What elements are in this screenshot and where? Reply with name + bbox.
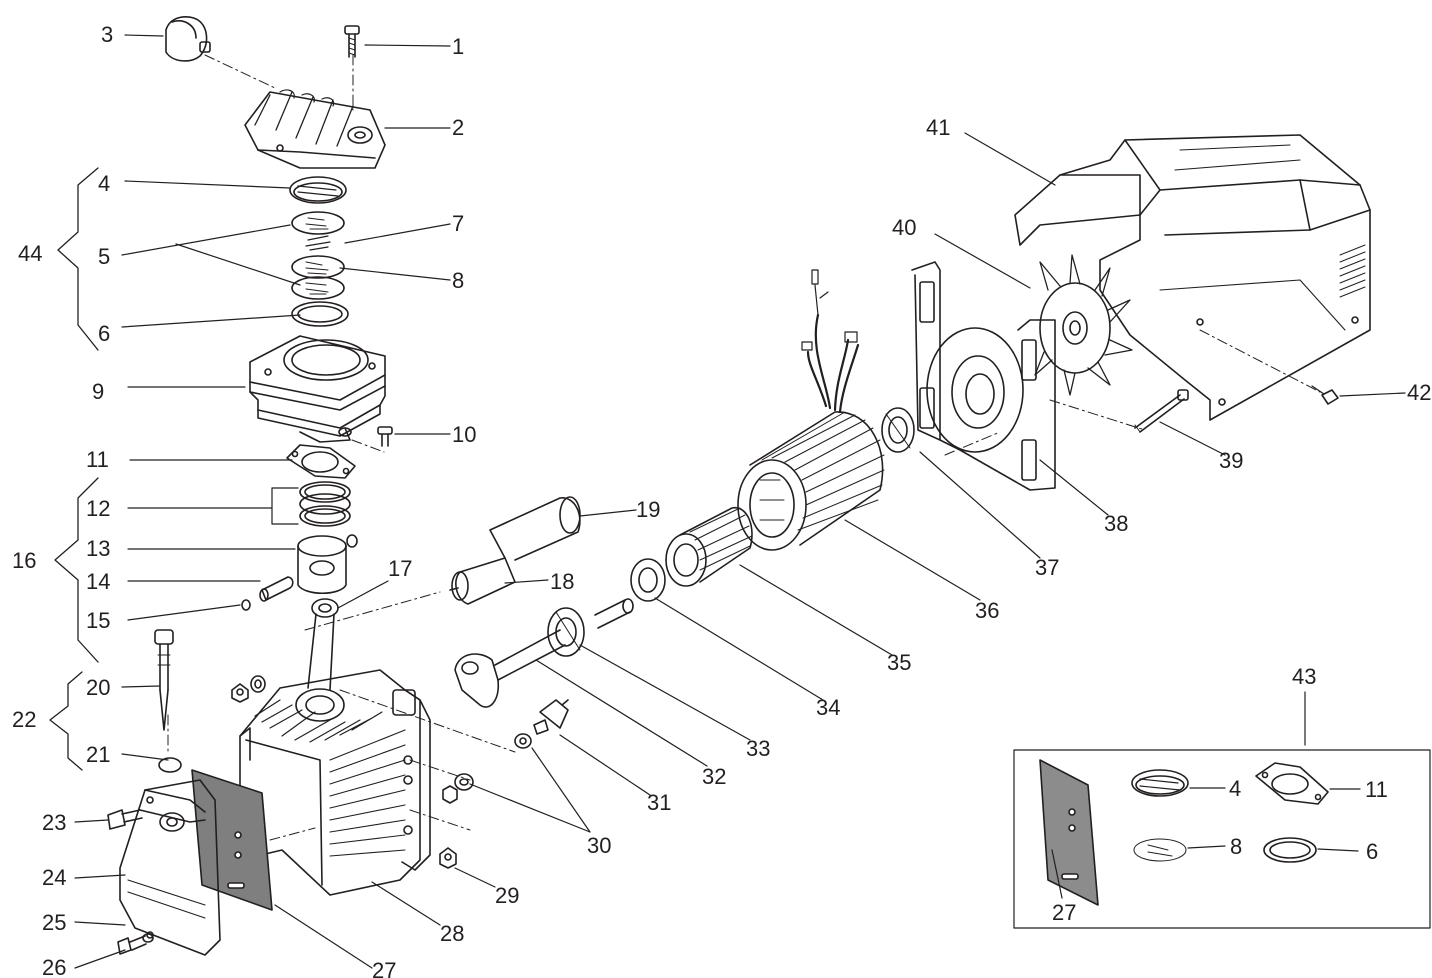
kit-callout-8: 8 [1230,834,1243,859]
callout-7: 7 [452,211,465,236]
callout-29: 29 [495,883,520,908]
callout-39: 39 [1219,448,1244,473]
callout-11: 11 [86,447,109,472]
cylinder-head [245,90,385,168]
nut [440,848,456,868]
cooling-fan [1035,255,1132,395]
callout-18: 18 [550,569,575,594]
callout-22: 22 [12,707,37,732]
head-bolt [345,26,359,57]
callout-23: 23 [42,810,67,835]
callout-40: 40 [892,215,917,240]
callout-43: 43 [1292,664,1317,689]
callout-1: 1 [452,34,465,59]
callout-25: 25 [42,910,67,935]
callout-24: 24 [42,865,67,890]
rotor-washer [631,559,665,601]
crank-bearing [548,608,584,656]
reed-valve-upper [292,212,344,234]
kit-callout-6: 6 [1366,839,1379,864]
connecting-rod [296,599,344,721]
callout-19: 19 [636,497,661,522]
leader-lines [74,34,1406,969]
cylinder-gasket [287,445,355,478]
callout-38: 38 [1104,511,1129,536]
callout-14: 14 [86,569,111,594]
callout-33: 33 [746,736,771,761]
pin-clip [242,600,250,610]
crankshaft [455,599,633,707]
callout-4: 4 [98,171,111,196]
reed-small [306,236,330,250]
washers [443,734,531,803]
reed-plate [292,256,344,278]
callout-10: 10 [452,422,477,447]
callout-31: 31 [647,790,672,815]
callout-27: 27 [372,958,397,978]
callout-6: 6 [98,321,111,346]
piston [298,535,357,593]
motor-shroud [1015,135,1370,420]
callout-34: 34 [816,695,841,720]
kit-callout-27: 27 [1052,900,1077,925]
end-bell [912,262,1055,490]
valve-plate-top [290,177,346,203]
crankcase-gasket [192,770,272,910]
alignment-lines [167,54,1321,841]
callout-37: 37 [1035,555,1060,580]
cover-bolt-upper [108,810,142,829]
callout-41: 41 [926,115,951,140]
callout-16: 16 [12,548,37,573]
callout-15: 15 [86,608,111,633]
dipstick-oring [158,757,182,773]
kit-callout-4: 4 [1229,776,1242,801]
reed-valve-lower [292,277,344,299]
kit-leaders [1051,787,1361,899]
callout-9: 9 [92,379,105,404]
callout-21: 21 [86,742,111,767]
callout-13: 13 [86,536,111,561]
callout-44: 44 [18,241,43,266]
cover-bolt-lower [118,934,153,954]
callout-8: 8 [452,268,465,293]
callout-36: 36 [975,598,1000,623]
capacitor [450,497,580,604]
callout-30: 30 [587,833,612,858]
motor-bearing [882,408,914,452]
callout-2: 2 [452,115,465,140]
nut-washer-left [232,676,265,702]
brackets [49,167,99,771]
end-cover [120,780,220,955]
kit-callout-11: 11 [1365,777,1388,802]
crankcase [240,670,430,895]
rotor [666,508,752,586]
through-bolt [1135,390,1188,432]
air-filter [166,17,210,61]
callout-42: 42 [1407,380,1432,405]
callout-12: 12 [86,496,111,521]
shroud-screw [1312,386,1338,404]
callout-20: 20 [86,675,111,700]
callout-17: 17 [388,556,413,581]
callout-3: 3 [101,22,114,47]
callout-26: 26 [42,955,67,978]
cylinder-bolt [378,427,392,446]
dipstick [155,630,173,730]
thermal-switch [534,700,568,734]
callout-35: 35 [887,650,912,675]
cylinder [250,336,385,442]
callout-28: 28 [440,921,465,946]
callout-32: 32 [702,764,727,789]
piston-rings [300,482,350,526]
callout-5: 5 [98,244,111,269]
motor-wires [802,270,858,412]
piston-pin [260,577,293,601]
valve-gasket [292,302,348,326]
gasket-kit-box [1013,749,1431,929]
